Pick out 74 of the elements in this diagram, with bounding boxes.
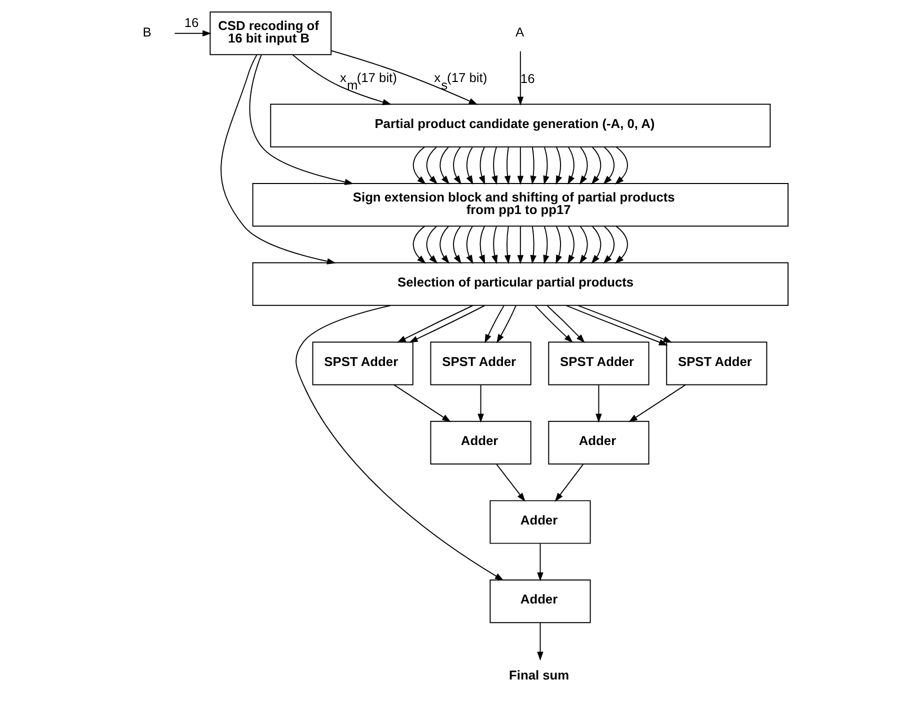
arrow xyxy=(440,226,450,264)
edge-label: 16 xyxy=(520,70,535,86)
arrow xyxy=(484,305,504,344)
arrow xyxy=(478,384,484,423)
arrow xyxy=(579,226,588,264)
arrow xyxy=(543,146,550,185)
arrow xyxy=(543,226,550,264)
node-text: A xyxy=(515,24,524,40)
arrow xyxy=(496,464,526,502)
node-text: Final sum xyxy=(509,668,570,682)
arrow xyxy=(249,54,354,186)
arrow xyxy=(534,305,574,343)
arrow xyxy=(579,146,588,185)
node-box: SPST Adder xyxy=(430,342,532,386)
arrow xyxy=(453,146,462,185)
node-box: SPST Adder xyxy=(548,342,650,386)
node-box: Partial product candidate generation (-A, 0, A) xyxy=(270,104,771,148)
arrow xyxy=(603,226,615,264)
node-box: Adder xyxy=(430,420,532,465)
arrow xyxy=(517,146,524,185)
arrow xyxy=(396,305,474,343)
arrow xyxy=(412,226,426,264)
arrow xyxy=(478,226,486,264)
arrow xyxy=(220,54,336,264)
arrow xyxy=(530,226,536,264)
node-box: Adder xyxy=(490,580,591,624)
arrow xyxy=(453,226,462,264)
arrow xyxy=(466,226,474,264)
arrow xyxy=(530,146,536,185)
arrow xyxy=(492,226,498,264)
edge-label: 16 xyxy=(184,14,199,30)
arrow xyxy=(578,305,672,343)
node-box: SPST Adder xyxy=(312,342,414,386)
arrow xyxy=(603,146,615,184)
node-box: SPST Adder xyxy=(666,342,768,386)
node-box: Selection of particular partial products xyxy=(252,262,789,306)
arrow xyxy=(426,146,438,184)
node-box: Adder xyxy=(490,500,591,544)
arrow xyxy=(296,305,504,581)
arrow xyxy=(517,226,524,264)
arrow xyxy=(440,146,450,184)
arrow xyxy=(556,226,562,264)
arrow xyxy=(174,30,212,36)
arrow xyxy=(554,464,584,502)
arrow xyxy=(591,226,602,264)
arrow xyxy=(566,305,668,346)
arrow xyxy=(330,50,478,105)
arrow xyxy=(408,305,486,343)
arrow xyxy=(614,226,628,264)
arrow xyxy=(504,146,511,185)
arrow xyxy=(426,226,438,264)
arrow xyxy=(412,146,426,184)
arrow xyxy=(492,146,498,185)
arrow xyxy=(568,146,575,185)
arrow xyxy=(591,146,602,184)
arrow xyxy=(537,543,544,582)
arrow xyxy=(517,50,524,106)
node-box: CSD recoding of 16 bit input B xyxy=(210,12,332,56)
arrow xyxy=(556,146,562,185)
arrow xyxy=(568,226,575,264)
arrow xyxy=(537,622,544,661)
arrow xyxy=(292,54,392,106)
arrow xyxy=(466,146,474,185)
arrow xyxy=(614,146,628,184)
node-box: Adder xyxy=(548,420,650,465)
arrow xyxy=(478,146,486,185)
node-box: Sign extension block and shifting of partial products from pp1 to pp17 xyxy=(252,183,789,227)
arrow xyxy=(546,305,585,343)
arrow xyxy=(394,384,451,422)
arrow xyxy=(504,226,511,264)
node-text: B xyxy=(142,24,152,40)
arrow xyxy=(596,384,602,423)
arrow xyxy=(628,384,686,422)
arrow xyxy=(496,305,516,344)
